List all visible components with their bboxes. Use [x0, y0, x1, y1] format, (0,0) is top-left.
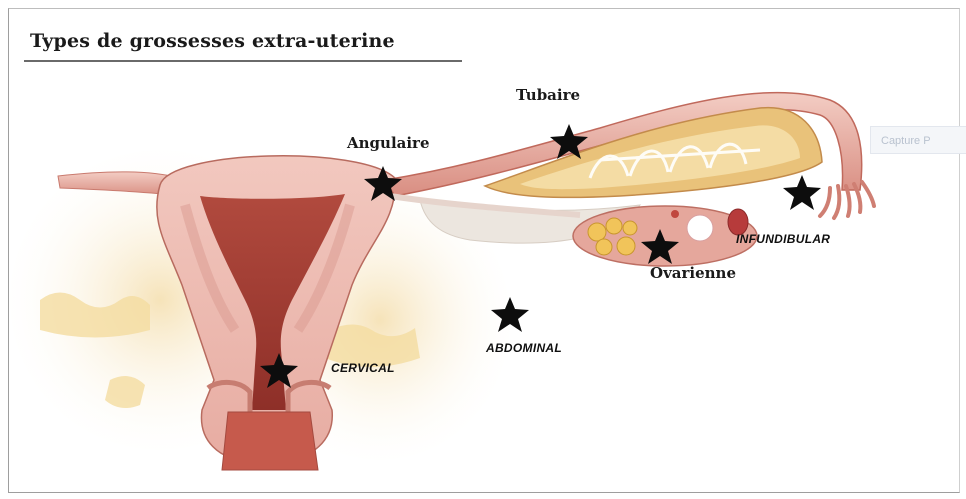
label-angulaire: Angulaire: [347, 134, 430, 152]
vagina: [222, 412, 318, 470]
label-abdominal: ABDOMINAL: [486, 341, 562, 355]
figure-title: Types de grossesses extra-uterine: [30, 30, 395, 52]
title-underline: [24, 60, 462, 62]
capture-tooltip: Capture P: [870, 126, 966, 154]
star-infundibular: [783, 175, 821, 210]
fimbriae: [820, 182, 874, 218]
label-infundibular: INFUNDIBULAR: [736, 232, 830, 246]
label-ovarienne: Ovarienne: [650, 264, 736, 282]
label-cervical: CERVICAL: [331, 361, 395, 375]
label-tubaire: Tubaire: [516, 86, 580, 104]
